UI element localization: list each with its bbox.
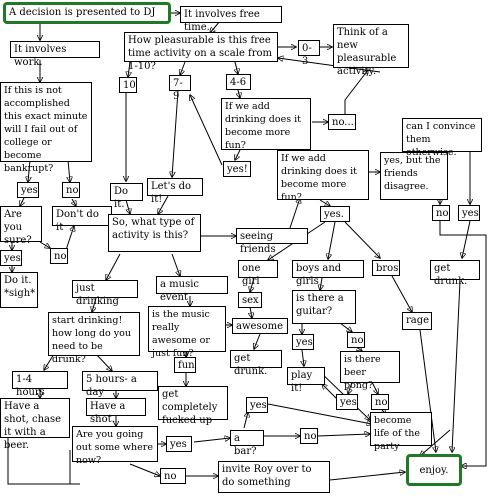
- think-new-activity-node: Think of a new pleasurable activity.: [333, 24, 409, 77]
- sex-node: sex: [238, 292, 262, 308]
- just-drinking-node: just drinking: [72, 280, 138, 307]
- awesome-node: awesome: [232, 318, 288, 334]
- work-node: It involves work.: [10, 41, 100, 68]
- do-it-sigh-node: Do it. *sigh*: [0, 272, 38, 308]
- yes-dot-node: yes.: [320, 206, 350, 222]
- range-4-6-node: 4-6: [226, 74, 251, 90]
- music-event-node: a music event: [156, 276, 228, 303]
- one-girl-node: one girl: [238, 260, 278, 287]
- enjoy-node: enjoy.: [406, 454, 462, 486]
- how-pleasurable-node: How pleasurable is this free time activi…: [124, 32, 278, 72]
- start-drinking-node: start drinking! how long do you need to …: [48, 312, 140, 365]
- what-type-question: So, what type of activity is this?: [108, 214, 201, 252]
- yes-node-c: yes: [458, 205, 480, 221]
- a-bar-question: a bar?: [230, 430, 264, 457]
- are-you-sure-node: Are you sure?: [0, 206, 42, 246]
- drink-more-fun-question-2: If we add drinking does it become more f…: [277, 150, 369, 203]
- music-awesome-question: is the music really awesome or just fun?: [148, 306, 226, 359]
- yes-node-d: yes: [292, 334, 314, 350]
- range-7-9-node: 7-9: [169, 75, 191, 102]
- going-out-question: Are you going out some where now?: [72, 426, 158, 466]
- life-of-party-node: become life of the party: [370, 412, 432, 452]
- no-node-e: no: [371, 394, 389, 410]
- get-drunk-node-1: get drunk.: [430, 260, 480, 287]
- get-drunk-node-2: get drunk.: [230, 350, 282, 377]
- yes-node-e: yes: [336, 394, 358, 410]
- yes-node-f: yes: [166, 436, 192, 452]
- beer-pong-question: is there beer pong?: [340, 351, 400, 391]
- no-node-c: no: [432, 205, 450, 221]
- free-time-node: It involves free time.: [180, 6, 282, 33]
- no-node-a: no: [62, 182, 80, 198]
- seeing-friends-node: seeing friends: [236, 228, 308, 255]
- no-ellipsis-node: no...: [328, 114, 356, 130]
- no-node-d: no: [347, 332, 365, 348]
- no-node-g: no: [300, 428, 318, 444]
- do-it-node: Do it.: [110, 183, 143, 210]
- completely-fucked-up-node: get completely fucked up: [158, 386, 228, 426]
- range-1-4-hours-node: 1-4 hours: [12, 371, 68, 398]
- range-0-3-node: 0-3: [298, 40, 320, 67]
- fail-college-question: If this is not accomplished this exact m…: [0, 82, 92, 174]
- have-shot-node: Have a shot.: [86, 398, 146, 425]
- range-10-node: 10: [119, 77, 137, 93]
- yes-exclaim-node: yes!: [223, 161, 251, 177]
- yes-node-g: yes: [246, 397, 268, 413]
- rage-node: rage: [402, 312, 432, 330]
- no-node-h: no: [160, 468, 186, 484]
- bros-node: bros: [372, 260, 400, 276]
- fun-node: fun: [174, 357, 196, 373]
- no-node-b: no: [50, 248, 68, 264]
- convince-them-node: can I convince them otherwise.: [402, 118, 482, 158]
- boys-and-girls-node: boys and girls: [292, 260, 364, 287]
- range-5-hours-node: 5 hours- a day: [82, 371, 158, 398]
- dont-do-it-node: Don't do it: [52, 206, 112, 233]
- lets-do-it-node: Let's do it!: [147, 178, 203, 205]
- yes-node-a: yes: [17, 182, 39, 198]
- yes-friends-disagree-node: yes, but the friends disagree.: [380, 152, 448, 200]
- start-node: A decision is presented to DJ: [3, 2, 171, 24]
- shot-chase-beer-node: Have a shot, chase it with a beer.: [0, 398, 70, 451]
- invite-roy-node: invite Roy over to do something: [218, 461, 330, 493]
- yes-node-b: yes: [0, 250, 22, 266]
- guitar-question: is there a guitar?: [292, 290, 356, 324]
- drink-more-fun-question-1: If we add drinking does it become more f…: [221, 98, 311, 151]
- play-it-node: play it!: [287, 367, 325, 394]
